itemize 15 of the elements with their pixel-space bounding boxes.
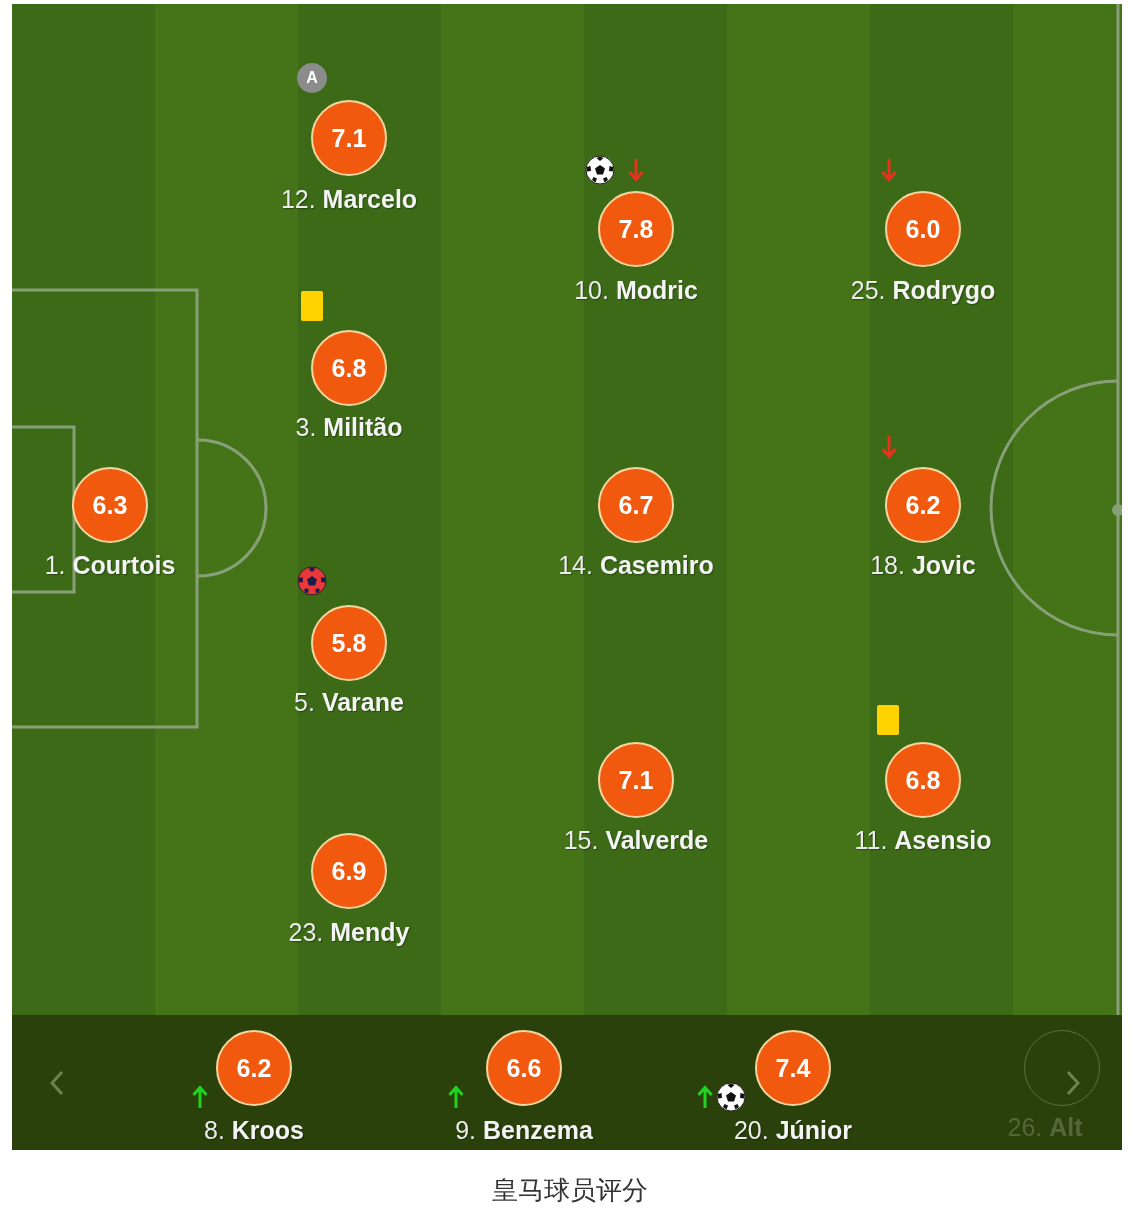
player-name: 8. Kroos: [204, 1116, 304, 1145]
player-name: 23. Mendy: [288, 918, 410, 947]
player-name: 18. Jovic: [870, 551, 976, 580]
player-name: 3. Militão: [295, 413, 403, 442]
player-name: 20. Júnior: [733, 1116, 853, 1145]
player-name: 10. Modric: [574, 276, 698, 305]
player-name: 25. Rodrygo: [850, 276, 996, 305]
player-name: 1. Courtois: [44, 551, 176, 580]
player-name: 5. Varane: [294, 688, 404, 717]
player-name: 14. Casemiro: [558, 551, 714, 580]
player-name: 12. Marcelo: [280, 185, 418, 214]
caption: 皇马球员评分: [492, 1174, 648, 1206]
player-name: 11. Asensio: [854, 826, 992, 855]
player-name: 15. Valverde: [563, 826, 709, 855]
player-name: 9. Benzema: [455, 1116, 593, 1145]
